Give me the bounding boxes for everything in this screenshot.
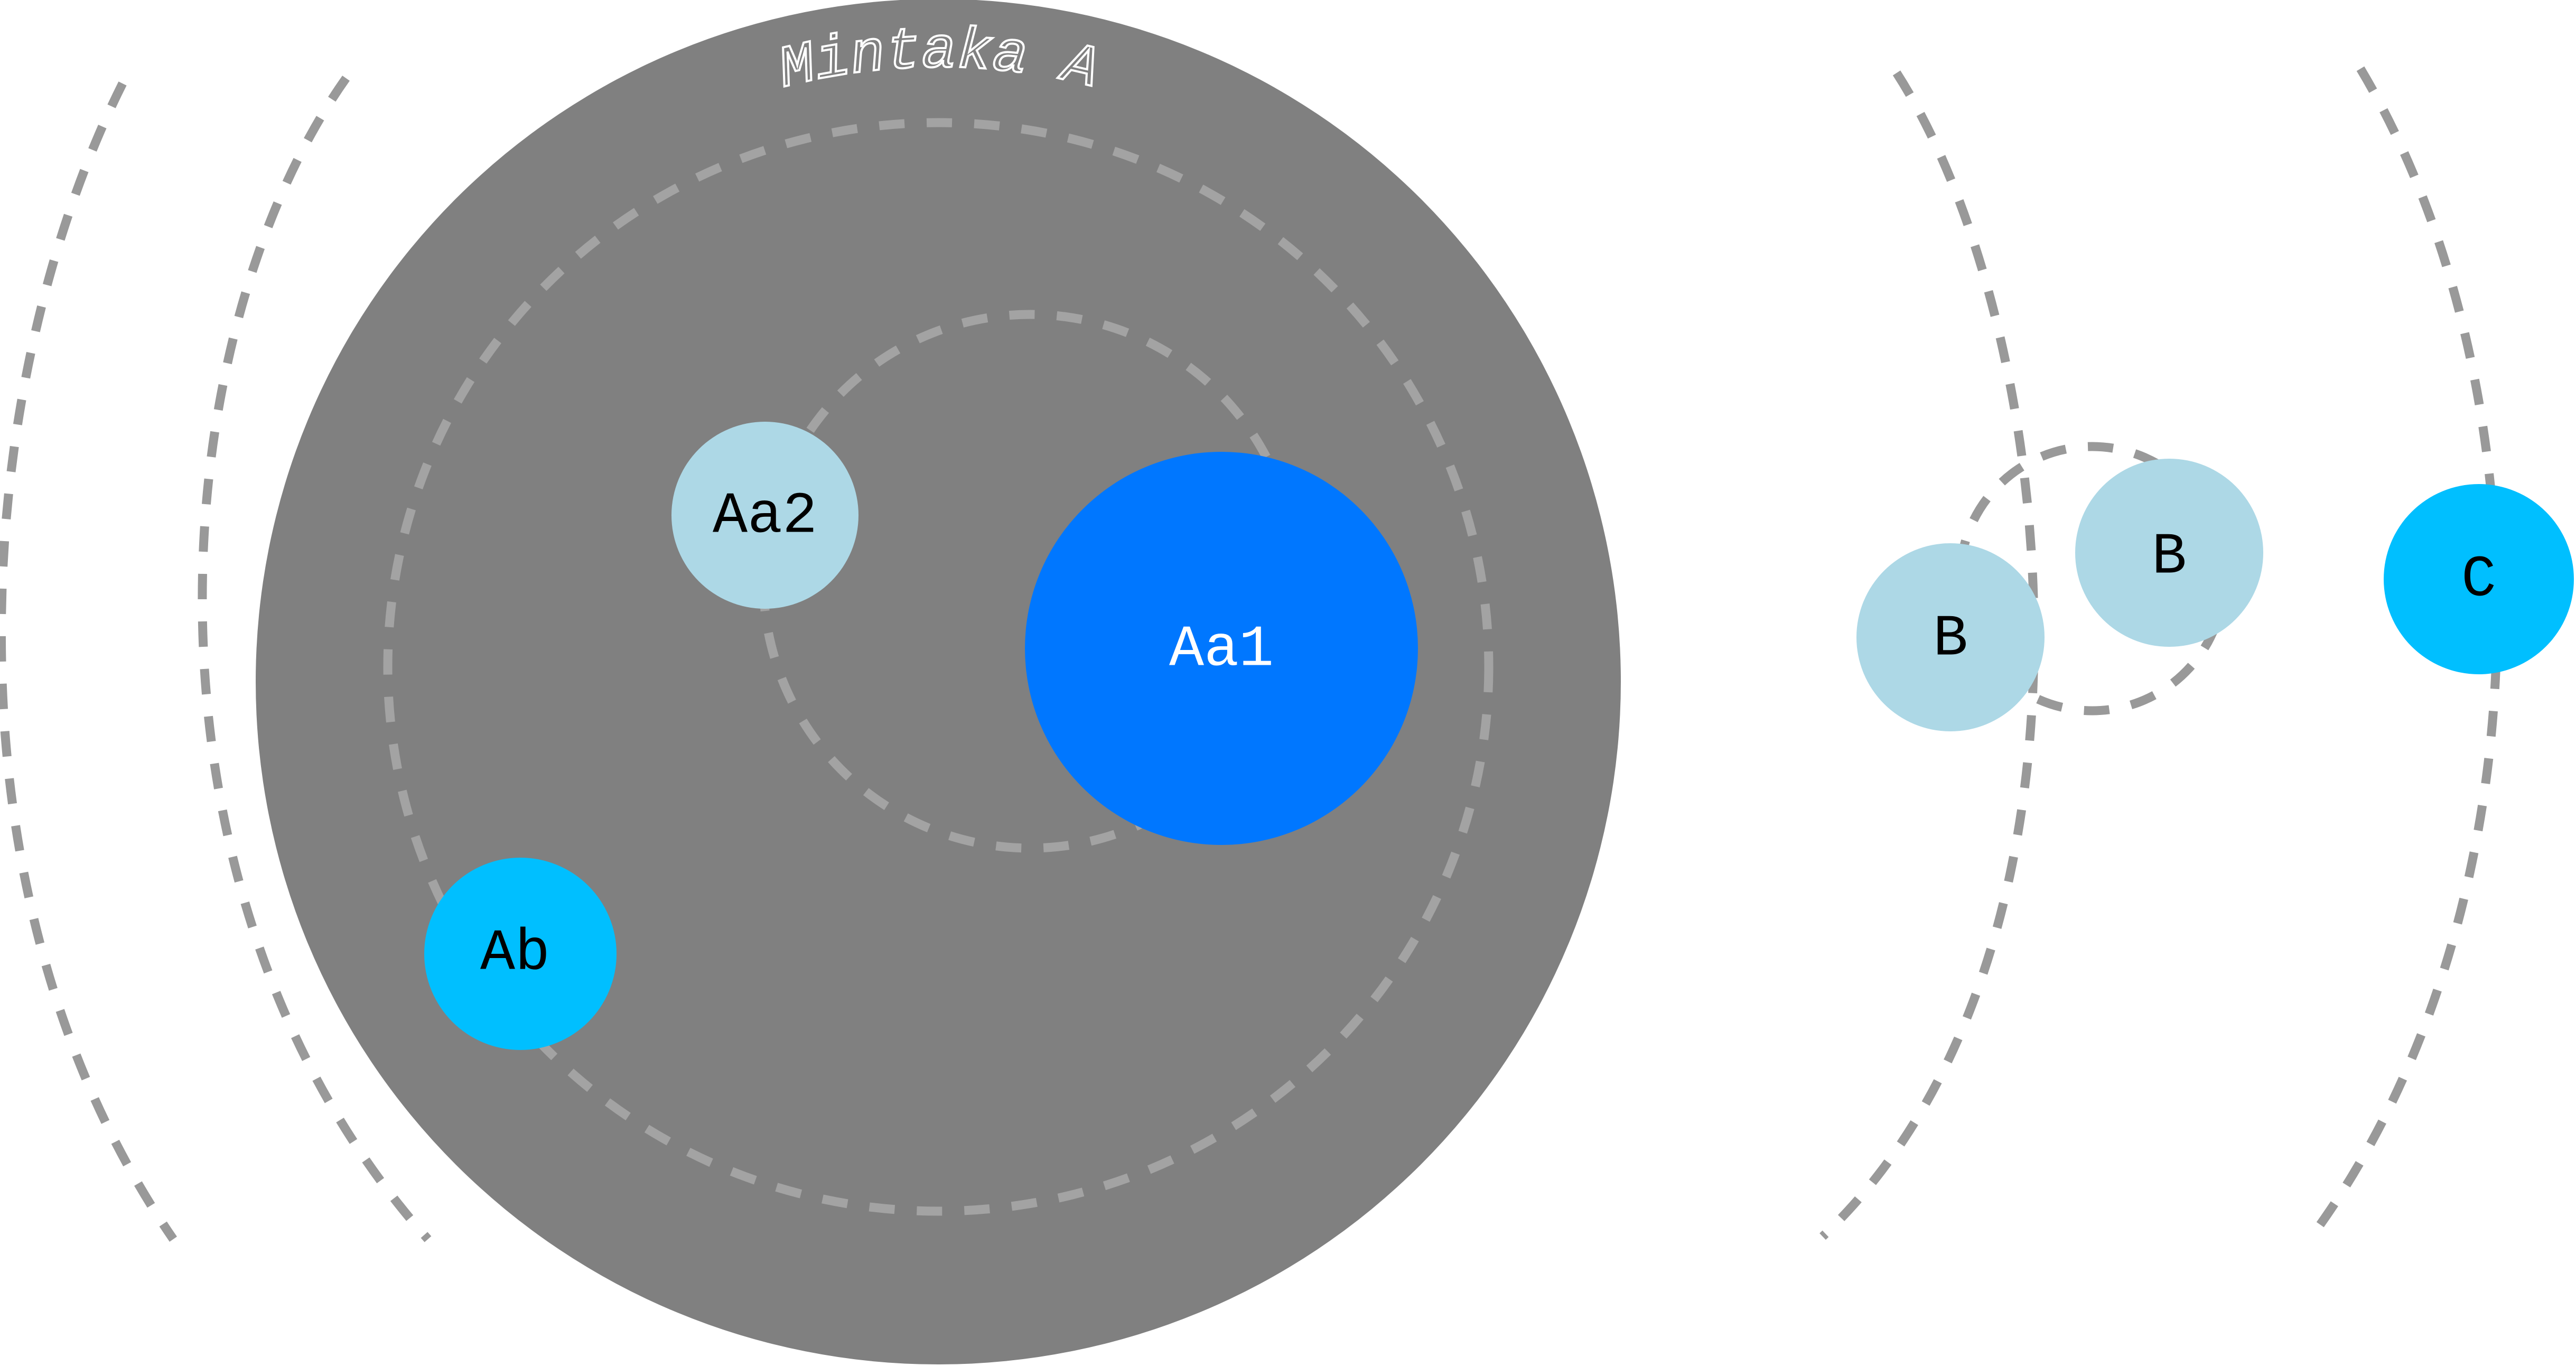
star-b1-label: B xyxy=(1933,607,1968,673)
mintaka-a-region xyxy=(256,0,1621,1364)
star-b1: B xyxy=(1856,543,2045,731)
orbit-arc-left-outer xyxy=(0,81,178,1242)
star-aa1-label: Aa1 xyxy=(1169,617,1274,683)
orbit-a-outer xyxy=(383,118,1494,1216)
star-ab-label: Ab xyxy=(480,921,550,987)
star-b1-disc xyxy=(1856,543,2045,731)
star-c-label: C xyxy=(2461,547,2496,614)
orbit-arc-left-inner xyxy=(198,76,432,1242)
star-b2-disc xyxy=(2075,459,2263,647)
star-aa1: Aa1 xyxy=(1025,452,1418,845)
star-ab: Ab xyxy=(424,858,617,1050)
star-c: C xyxy=(2384,484,2574,674)
star-c-disc xyxy=(2384,484,2574,674)
star-aa1-disc xyxy=(1025,452,1418,845)
star-aa2-label: Aa2 xyxy=(713,484,817,550)
star-b2-label: B xyxy=(2152,525,2187,591)
star-aa2: Aa2 xyxy=(671,422,858,609)
star-b2: B xyxy=(2075,459,2263,647)
star-ab-disc xyxy=(424,858,617,1050)
star-aa2-disc xyxy=(671,422,858,609)
